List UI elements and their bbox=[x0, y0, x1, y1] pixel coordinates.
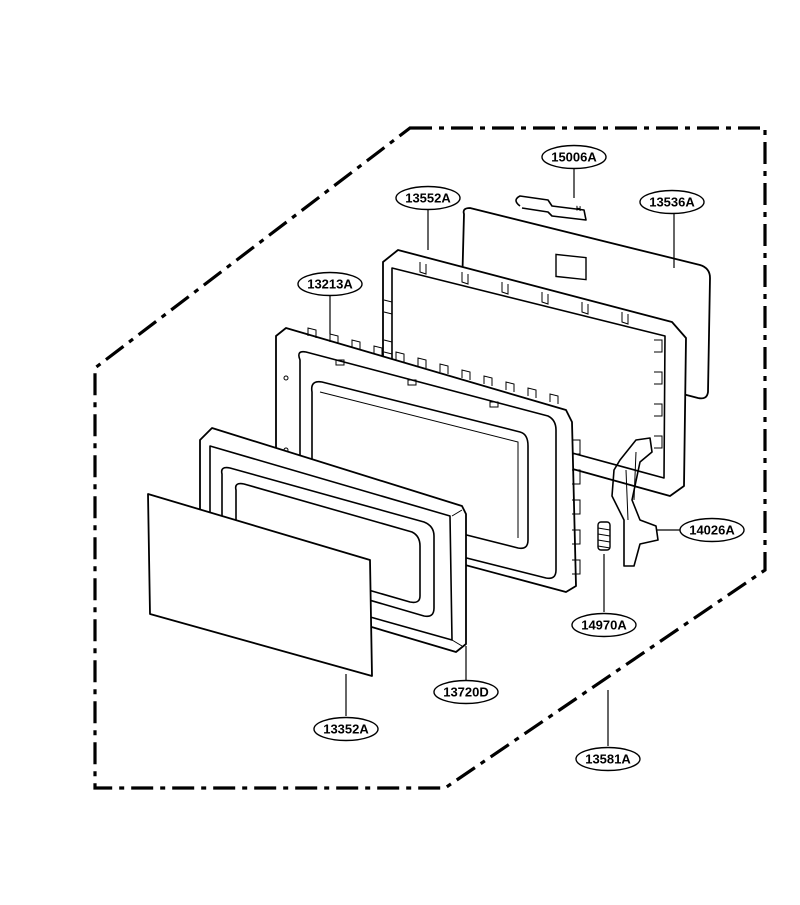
callout-label: 13213A bbox=[307, 277, 353, 292]
callout-15006A: 15006A bbox=[541, 144, 607, 170]
callout-13536A: 13536A bbox=[639, 189, 705, 215]
latch-spring bbox=[597, 521, 611, 551]
callout-14970A: 14970A bbox=[571, 612, 637, 638]
callout-label: 13536A bbox=[649, 195, 695, 210]
latch-hook-clip: H bbox=[515, 195, 587, 281]
outer-door-glass bbox=[147, 493, 373, 677]
callout-label: 13720D bbox=[443, 685, 489, 700]
callout-14026A: 14026A bbox=[679, 517, 745, 543]
callout-13720D: 13720D bbox=[433, 679, 499, 705]
callout-label: 14026A bbox=[689, 523, 735, 538]
callout-label: 13352A bbox=[323, 722, 369, 737]
door-latch-lever bbox=[611, 437, 659, 567]
callout-13213A: 13213A bbox=[297, 271, 363, 297]
callout-13581A: 13581A bbox=[575, 746, 641, 772]
callout-13352A: 13352A bbox=[313, 716, 379, 742]
clip-tag-mark: H bbox=[576, 206, 581, 214]
callout-label: 14970A bbox=[581, 618, 627, 633]
callout-label: 13581A bbox=[585, 752, 631, 767]
callout-label: 13552A bbox=[405, 191, 451, 206]
callout-label: 15006A bbox=[551, 150, 597, 165]
leader-lines bbox=[329, 168, 680, 746]
callout-13552A: 13552A bbox=[395, 185, 461, 211]
